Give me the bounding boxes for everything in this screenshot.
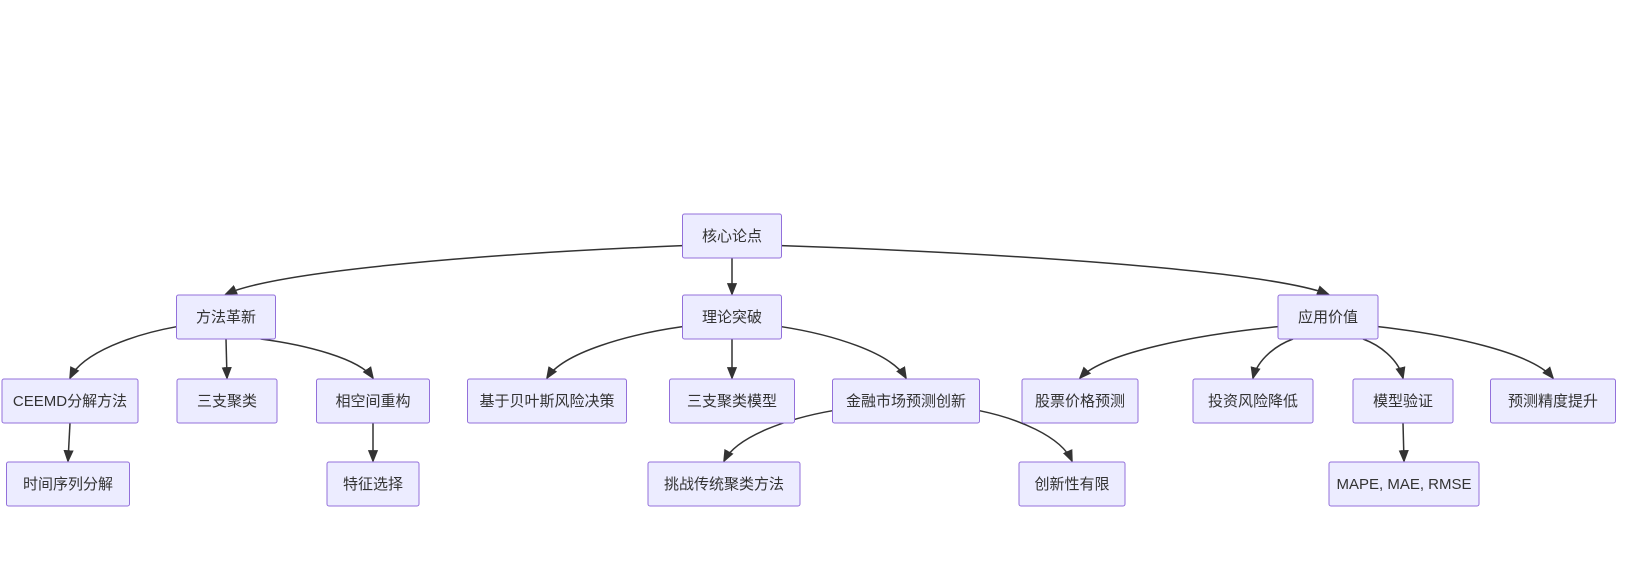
node-label: 挑战传统聚类方法 bbox=[664, 476, 784, 493]
node-label: 股票价格预测 bbox=[1035, 393, 1125, 410]
node-box bbox=[1490, 378, 1616, 424]
node-label: CEEMD分解方法 bbox=[13, 393, 127, 410]
node-metrics: MAPE, MAE, RMSE bbox=[1328, 461, 1480, 507]
node-label: 模型验证 bbox=[1373, 393, 1433, 410]
edge-theory-bayes bbox=[545, 325, 683, 380]
node-box bbox=[682, 213, 782, 259]
node-label: 金融市场预测创新 bbox=[846, 393, 966, 410]
edge-value-accuracy bbox=[1377, 325, 1555, 380]
edge-fin-innov-limited bbox=[979, 409, 1073, 463]
node-label: 三支聚类模型 bbox=[687, 393, 777, 410]
node-label: 核心论点 bbox=[702, 228, 762, 245]
edge-core-method bbox=[224, 244, 683, 295]
node-label: 理论突破 bbox=[702, 309, 762, 326]
node-label: 方法革新 bbox=[196, 309, 256, 326]
node-method: 方法革新 bbox=[176, 294, 276, 340]
node-core: 核心论点 bbox=[682, 213, 782, 259]
node-challenge: 挑战传统聚类方法 bbox=[647, 461, 801, 507]
node-fin-innov: 金融市场预测创新 bbox=[832, 378, 980, 424]
node-box bbox=[326, 461, 420, 507]
node-risk: 投资风险降低 bbox=[1192, 378, 1314, 424]
node-twc-model: 三支聚类模型 bbox=[669, 378, 795, 424]
node-box bbox=[467, 378, 627, 424]
node-label: 应用价值 bbox=[1298, 308, 1358, 326]
node-label: 基于贝叶斯风险决策 bbox=[479, 393, 614, 410]
node-label: 相空间重构 bbox=[335, 393, 410, 410]
edge-fin-innov-challenge bbox=[723, 409, 833, 463]
node-box bbox=[1018, 461, 1126, 507]
edge-value-validation bbox=[1362, 338, 1406, 380]
edge-value-risk bbox=[1250, 338, 1294, 380]
node-theory: 理论突破 bbox=[682, 294, 782, 340]
node-value: 应用价值 bbox=[1277, 294, 1379, 340]
node-box bbox=[832, 378, 980, 424]
node-box bbox=[1192, 378, 1314, 424]
node-validation: 模型验证 bbox=[1352, 378, 1454, 424]
edge-core-value bbox=[781, 244, 1330, 296]
node-box bbox=[1277, 294, 1379, 340]
edge-method-ceemd bbox=[69, 325, 177, 380]
node-label: 三支聚类 bbox=[197, 393, 257, 410]
edge-validation-metrics bbox=[1398, 422, 1409, 463]
edge-method-three-way bbox=[221, 338, 232, 380]
node-ts-decomp: 时间序列分解 bbox=[6, 461, 130, 507]
edge-method-phase-space bbox=[260, 338, 375, 380]
node-label: 时间序列分解 bbox=[23, 476, 113, 493]
edge-ceemd-ts-decomp bbox=[63, 422, 74, 463]
node-box bbox=[647, 461, 801, 507]
node-phase-space: 相空间重构 bbox=[316, 378, 430, 424]
edge-value-stock bbox=[1078, 325, 1279, 380]
node-ceemd: CEEMD分解方法 bbox=[1, 378, 139, 424]
edges-layer bbox=[63, 244, 1555, 463]
node-accuracy: 预测精度提升 bbox=[1490, 378, 1616, 424]
node-label: 投资风险降低 bbox=[1208, 393, 1298, 410]
node-bayes: 基于贝叶斯风险决策 bbox=[467, 378, 627, 424]
node-stock: 股票价格预测 bbox=[1021, 378, 1139, 424]
node-box bbox=[682, 294, 782, 340]
node-three-way: 三支聚类 bbox=[176, 378, 278, 424]
node-limited: 创新性有限 bbox=[1018, 461, 1126, 507]
node-label: 特征选择 bbox=[343, 476, 403, 493]
node-box bbox=[176, 378, 278, 424]
edge-theory-fin-innov bbox=[781, 325, 907, 380]
node-label: MAPE, MAE, RMSE bbox=[1336, 476, 1471, 493]
node-box bbox=[176, 294, 276, 340]
node-box bbox=[1021, 378, 1139, 424]
node-box bbox=[6, 461, 130, 507]
node-box bbox=[1328, 461, 1480, 507]
node-box bbox=[1, 378, 139, 424]
node-box bbox=[316, 378, 430, 424]
node-feature: 特征选择 bbox=[326, 461, 420, 507]
node-box bbox=[669, 378, 795, 424]
node-box bbox=[1352, 378, 1454, 424]
node-label: 创新性有限 bbox=[1034, 476, 1109, 493]
node-label: 预测精度提升 bbox=[1508, 393, 1598, 410]
